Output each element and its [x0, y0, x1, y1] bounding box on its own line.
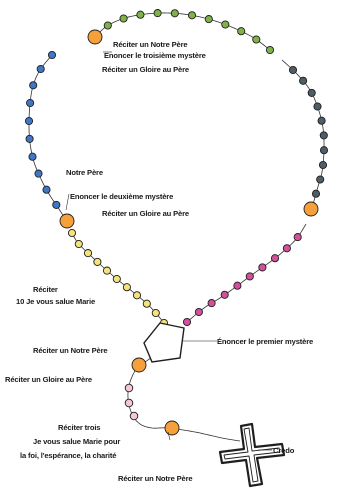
decade-green-bead-8 [221, 20, 230, 29]
decade-green-bead-11 [265, 45, 275, 55]
decade-yellow-bead-10 [74, 239, 83, 249]
decade-yellow-bead-5 [122, 283, 131, 292]
pendant-bead-2 [124, 398, 134, 408]
decade-slate-bead-1 [288, 65, 298, 75]
leader-lines [65, 51, 272, 451]
label-mid-glory: Réciter un Gloire au Père [102, 209, 189, 218]
labels: Réciter un Notre Père Enoncer le troisiè… [5, 40, 313, 483]
label-three-hail-mary-2: la foi, l'espérance, la charité [20, 451, 116, 460]
decade-pink-bead-10 [182, 317, 192, 327]
label-credo: Credo [273, 446, 295, 455]
our-father-bead-left [59, 213, 75, 229]
pendant-bead-3 [129, 411, 139, 421]
crucifix [218, 422, 286, 488]
label-third-mystery: Enoncer le troisième mystère [104, 51, 206, 60]
decade-blue-bead-6 [25, 134, 34, 143]
decade-green-bead-5 [170, 9, 179, 18]
leader-second-mystery [65, 193, 70, 211]
decade-green-bead-4 [153, 9, 162, 18]
decade-slate-bead-7 [319, 146, 329, 155]
decade-blue-chain [28, 54, 67, 221]
decade-yellow-bead-9 [83, 249, 93, 258]
decade-green-bead-2 [119, 14, 128, 23]
decade-pink-bead-5 [245, 272, 254, 281]
label-top-glory: Réciter un Gloire au Père [102, 65, 189, 74]
decade-green-bead-7 [204, 15, 213, 24]
decade-pink-bead-3 [270, 254, 280, 263]
decade-slate-bead-2 [299, 76, 308, 85]
centerpiece-medal [143, 322, 185, 363]
our-father-bead-top [87, 29, 103, 45]
label-bottom-our-father: Réciter un Notre Père [118, 474, 193, 483]
label-three-hail-mary-1: Je vous salue Marie pour [33, 437, 120, 446]
pendant-bead-1 [124, 383, 134, 393]
label-first-mystery: Énoncer le premier mystère [217, 337, 313, 346]
rosary-beads [24, 9, 329, 436]
decade-pink-chain [186, 223, 307, 323]
decade-blue-bead-2 [52, 200, 61, 209]
decade-yellow-bead-2 [151, 308, 160, 318]
label-second-mystery: Enoncer le deuxième mystère [70, 192, 173, 201]
decade-slate-bead-10 [311, 189, 321, 198]
decade-pink-bead-4 [258, 263, 267, 272]
label-top-our-father: Réciter un Notre Père [113, 40, 188, 49]
decade-blue-bead-5 [28, 152, 37, 161]
decade-slate-bead-5 [317, 116, 326, 125]
decade-pink-bead-7 [220, 290, 229, 299]
decade-blue-bead-7 [24, 116, 34, 126]
label-recite-three: Réciter trois [58, 423, 100, 432]
decade-pink-bead-6 [233, 281, 242, 290]
decade-green-bead-10 [252, 35, 261, 44]
decade-green-bead-6 [187, 11, 197, 20]
decade-blue-bead-4 [34, 169, 43, 178]
decade-yellow-bead-3 [142, 299, 151, 308]
decade-pink-bead-1 [293, 233, 302, 242]
decade-green-bead-3 [136, 10, 145, 19]
decade-blue-bead-10 [36, 64, 45, 74]
decade-pink-bead-2 [282, 244, 291, 253]
our-father-bead-bottom [164, 420, 180, 436]
leader-bottom-our-father [167, 431, 171, 441]
decade-yellow-bead-6 [112, 274, 121, 284]
decade-yellow-bead-8 [93, 257, 102, 266]
label-lower-glory: Réciter un Gloire au Père [5, 375, 92, 384]
decade-slate-bead-6 [319, 131, 328, 140]
decade-green-bead-9 [237, 27, 246, 36]
decade-yellow-bead-7 [102, 266, 112, 275]
decade-yellow-bead-4 [132, 291, 142, 300]
decade-slate-bead-8 [318, 160, 328, 170]
label-recite: Réciter [33, 285, 58, 294]
label-lower-our-father: Réciter un Notre Père [33, 346, 108, 355]
decade-blue-bead-9 [29, 81, 38, 90]
decade-blue-bead-3 [42, 185, 51, 194]
decade-yellow-bead-11 [67, 228, 77, 238]
label-ten-hail-mary: 10 Je vous salue Marie [16, 297, 95, 306]
decade-blue-bead-11 [47, 50, 57, 60]
label-mid-our-father: Notre Père [66, 168, 103, 177]
decade-slate-bead-3 [307, 88, 316, 97]
our-father-bead-right [303, 201, 319, 217]
decade-slate-bead-4 [313, 102, 322, 111]
decade-blue-bead-8 [26, 98, 35, 108]
decade-pink-bead-8 [207, 299, 216, 308]
decade-pink-bead-9 [194, 307, 203, 317]
decade-slate-bead-9 [316, 175, 325, 184]
decade-green-bead-1 [103, 21, 112, 30]
our-father-bead-lower [131, 357, 147, 373]
